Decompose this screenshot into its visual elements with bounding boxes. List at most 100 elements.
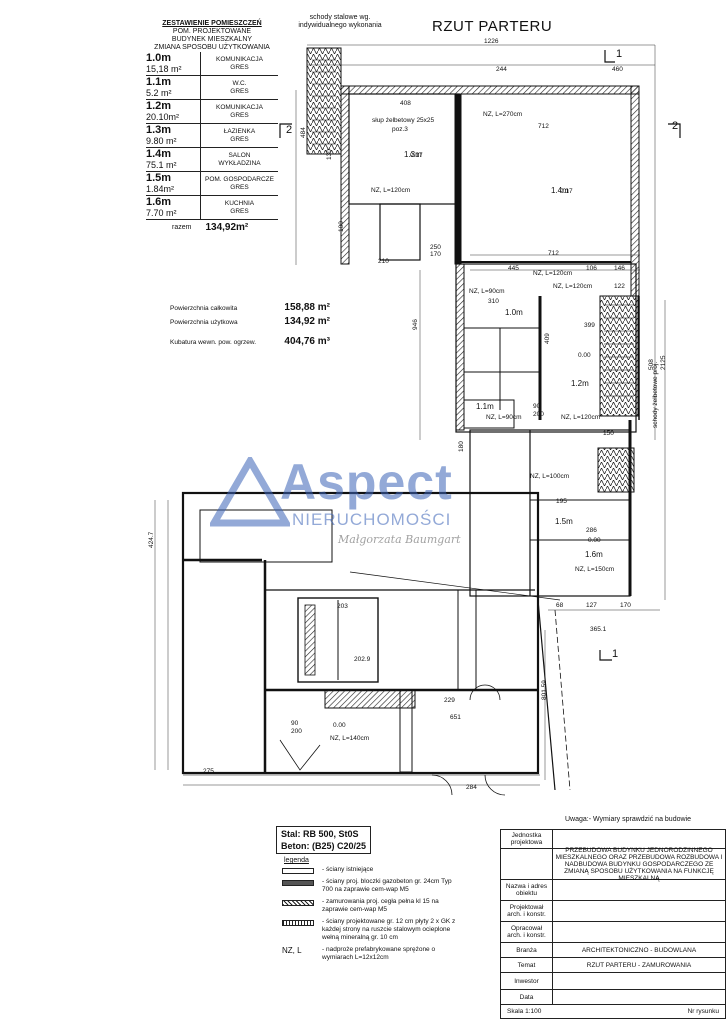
dim-label: 508 — [648, 359, 655, 370]
title-block-row: Projektował arch. i konstr. — [501, 901, 725, 922]
area-volume-label: Kubatura wewn. pow. ogrzew. — [170, 339, 256, 346]
dim-label: 0.00 — [333, 722, 346, 729]
title-block-key: Jednostka projektowa — [501, 830, 553, 848]
dim-label: 399 — [584, 322, 595, 329]
title-block-value — [553, 973, 725, 989]
dim-label: 229 — [444, 697, 455, 704]
lintel-label: NZ, L=120cm — [561, 414, 601, 421]
dim-label: 801.59 — [541, 680, 548, 700]
room-name: KOMUNIKACJA — [216, 103, 263, 111]
watermark-sub: NIERUCHOMOŚCI — [292, 510, 452, 529]
legend: Stal: RB 500, St0S Beton: (B25) C20/25 l… — [276, 826, 496, 1016]
lintel-label: NZ, L=270cm — [483, 111, 523, 118]
title-block-value — [553, 990, 725, 1004]
concrete-spec: Beton: (B25) C20/25 — [281, 841, 367, 851]
watermark: Aspect NIERUCHOMOŚCI Małgorzata Baumgart — [210, 454, 510, 546]
dim-label: 409 — [544, 333, 551, 344]
room-floor: GRES — [230, 135, 249, 143]
room-area: 7.70 m² — [146, 208, 177, 218]
section-mark-2-right: 2 — [672, 120, 679, 132]
watermark-signature: Małgorzata Baumgart — [338, 533, 461, 546]
title-block-row: PRZEBUDOWA BUDYNKU JEDNORODZINNEGO MIESZ… — [501, 846, 725, 882]
dim-label: 68 — [556, 602, 564, 609]
legend-text: - ściany proj. bloczki gazobeton gr. 24c… — [322, 878, 452, 893]
dim-label: 651 — [450, 714, 461, 721]
dimensions-note: Uwaga:- Wymiary sprawdzić na budowie — [565, 816, 691, 823]
title-block-row: Jednostka projektowa — [501, 830, 725, 849]
legend-swatch-drywall — [282, 920, 314, 926]
title-block-value — [553, 901, 725, 921]
dim-label: 202.9 — [354, 656, 371, 663]
dim-label: 365.1 — [590, 626, 607, 633]
title-block-key: Branża — [501, 943, 553, 957]
dim-label: 712 — [548, 250, 559, 257]
room-schedule-sum-label: razem — [172, 223, 192, 231]
title-block-key: Nazwa i adres obiektu — [501, 880, 553, 900]
area-total-label: Powierzchnia całkowita — [170, 305, 238, 312]
room-tag-1-4: 1.4m — [551, 186, 569, 195]
title-block-row: Nazwa i adres obiektu — [501, 880, 725, 901]
dim-label: 170 — [430, 251, 441, 258]
room-name: KOMUNIKACJA — [216, 55, 263, 63]
room-name: KUCHNIA — [224, 199, 255, 207]
legend-lintel-symbol: NZ, L — [282, 946, 302, 955]
title-block-value: PRZEBUDOWA BUDYNKU JEDNORODZINNEGO MIESZ… — [555, 846, 723, 882]
room-number: 1.6m — [146, 196, 172, 208]
legend-swatch-brick — [282, 900, 314, 906]
room-floor: GRES — [230, 183, 249, 191]
lintel-label: NZ, L=150cm — [575, 566, 615, 573]
dim-label: 122 — [614, 283, 625, 290]
room-floor: GRES — [230, 111, 249, 119]
dim-label: 408 — [400, 100, 411, 107]
legend-swatch-existing — [282, 868, 314, 874]
dim-label: 180 — [458, 441, 465, 452]
room-tag-1-3: 1.3m — [404, 150, 422, 159]
room-name: SALON — [228, 151, 251, 159]
legend-text: - zamurowania proj. cegła pełna kl 15 na… — [322, 898, 439, 913]
area-summary: Powierzchnia całkowita 158,88 m² Powierz… — [170, 302, 330, 350]
title-block-key: Inwestor — [501, 973, 553, 989]
materials-box: Stal: RB 500, St0S Beton: (B25) C20/25 — [276, 826, 372, 854]
dim-label: 203 — [337, 603, 348, 610]
dim-label: 0.17 — [560, 188, 573, 195]
room-number: 1.1m — [146, 76, 172, 88]
column-note: słup żelbetowy 25x25 — [372, 117, 435, 124]
title-block-value — [553, 880, 725, 900]
room-schedule-title: ZESTAWIENIE POMIESZCZEŃ — [162, 20, 262, 27]
room-schedule-table: ZESTAWIENIE POMIESZCZEŃ POM. PROJEKTOWAN… — [146, 20, 278, 234]
dim-label: 460 — [612, 66, 623, 73]
title-block-scale: Skala 1:100 — [507, 1008, 542, 1015]
dim-label: 90 — [533, 403, 541, 410]
dim-label: 170 — [620, 602, 631, 609]
legend-item: - zamurowania proj. cegła pełna kl 15 na… — [276, 898, 496, 914]
lintel-label: NZ, L=90cm — [469, 288, 505, 295]
room-schedule-header: ZESTAWIENIE POMIESZCZEŃ POM. PROJEKTOWAN… — [146, 20, 278, 52]
title-block-value — [553, 830, 725, 848]
title-block-key: Data — [501, 990, 553, 1004]
dim-label: 100 — [338, 221, 345, 232]
room-area: 1.84m² — [146, 184, 175, 194]
room-area: 75.1 m² — [146, 160, 177, 170]
room-number: 1.3m — [146, 124, 172, 136]
dim-label: 150 — [603, 430, 614, 437]
room-tag-1-0: 1.0m — [505, 308, 523, 317]
dim-label: 250 — [430, 244, 441, 251]
area-volume-row: Kubatura wewn. pow. ogrzew. 404,76 m³ — [170, 336, 330, 350]
room-number: 1.0m — [146, 52, 172, 64]
room-floor: GRES — [230, 207, 249, 215]
dim-label: 127 — [586, 602, 597, 609]
area-total-value: 158,88 m² — [284, 302, 330, 313]
room-schedule-sum: razem 134,92m² — [146, 220, 278, 234]
legend-text: - ściany istniejące — [322, 866, 374, 873]
room-schedule-sub2: BUDYNEK MIESZKALNY — [171, 36, 253, 43]
area-total-row: Powierzchnia całkowita 158,88 m² — [170, 302, 330, 316]
